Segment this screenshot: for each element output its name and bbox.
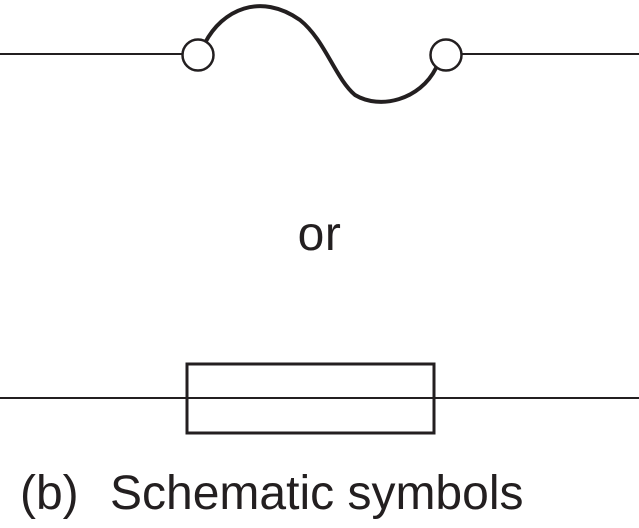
fuse-element-curve <box>203 4 438 104</box>
right-terminal <box>429 38 463 72</box>
figure-caption: (b) Schematic symbols <box>20 470 523 518</box>
caption-title: Schematic symbols <box>110 467 524 520</box>
caption-tag: (b) <box>20 467 79 520</box>
fuse-symbol-curve <box>0 4 639 104</box>
fuse-symbol-rectangle <box>0 362 639 435</box>
left-terminal <box>181 38 215 72</box>
or-separator: or <box>297 208 342 261</box>
